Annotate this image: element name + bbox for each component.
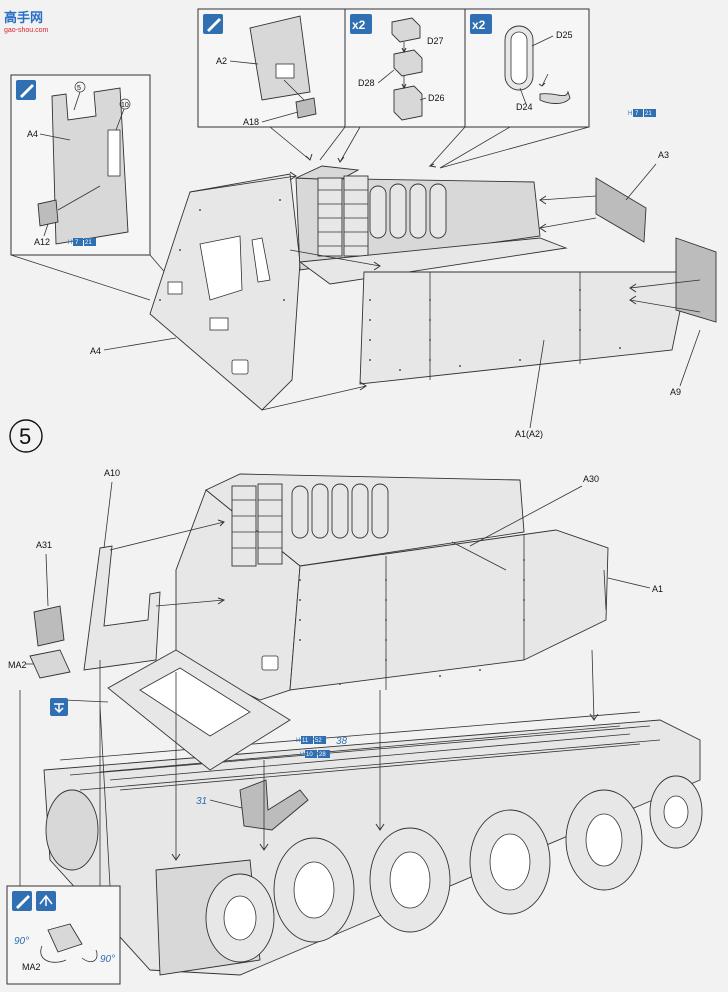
svg-text:7: 7	[635, 111, 639, 117]
label-d25: D25	[556, 30, 573, 40]
svg-text:H: H	[296, 738, 300, 744]
label-a18: A18	[243, 117, 259, 127]
svg-text:21: 21	[645, 111, 652, 117]
ref-tag-a12: H 7 21	[68, 238, 96, 246]
watermark-url: gao-shou.com	[4, 27, 49, 34]
step-number: 5	[19, 424, 31, 449]
label-a10: A10	[104, 468, 120, 478]
label-inset-num-10: 10	[121, 102, 129, 109]
label-inset-num-5: 5	[77, 85, 81, 92]
svg-text:11: 11	[302, 738, 309, 744]
ref-tag-38a: H 11 52	[296, 736, 326, 744]
watermark-brand: 高手网	[4, 10, 43, 25]
watermark: 高手网 gao-shou.com	[4, 10, 49, 34]
flip-over-icon	[50, 698, 68, 716]
label-a30: A30	[583, 474, 599, 484]
label-d28: D28	[358, 78, 375, 88]
inset-box-d24-d25: x2 D25 D24	[464, 8, 590, 128]
multiply-quantity-icon: x2	[350, 14, 372, 34]
quantity-badge-2: x2	[472, 18, 486, 32]
label-31: 31	[196, 796, 207, 807]
label-a2: A2	[216, 56, 227, 66]
svg-text:7: 7	[75, 240, 79, 246]
label-a12: A12	[34, 237, 50, 247]
label-38: 38	[336, 736, 348, 747]
rotate-view-icon	[36, 891, 56, 911]
label-d26: D26	[428, 93, 445, 103]
label-a1: A1	[652, 584, 663, 594]
svg-text:10: 10	[306, 752, 313, 758]
label-d27: D27	[427, 36, 444, 46]
upper-superstructure-exploded: A3 H 7 21 A4 A9 A1(A2)	[90, 109, 717, 439]
svg-text:52: 52	[315, 738, 322, 744]
label-a4-inset: A4	[27, 129, 38, 139]
inset-box-a4: A4 5 10 A12 H 7 21	[10, 74, 151, 256]
label-a1a2: A1(A2)	[515, 429, 543, 439]
ref-tag-a3: H 7 21	[628, 109, 656, 117]
ref-tag-38b: H 10 28	[300, 750, 330, 758]
svg-text:H: H	[68, 240, 72, 246]
multiply-quantity-icon: x2	[470, 14, 492, 34]
label-a31: A31	[36, 540, 52, 550]
label-a4: A4	[90, 346, 101, 356]
lower-assembly: A10 A31 MA2 A30 A1 38 31 H 11 52 H 10 28	[8, 468, 703, 976]
quantity-badge-1: x2	[352, 18, 366, 32]
label-a3: A3	[658, 150, 669, 160]
svg-text:H: H	[300, 752, 304, 758]
ammo-rack-upper	[317, 175, 447, 257]
glue-brush-icon	[203, 14, 223, 34]
svg-text:21: 21	[85, 240, 92, 246]
step-number-badge: 5	[9, 419, 43, 453]
road-wheels	[205, 775, 703, 963]
label-a9: A9	[670, 387, 681, 397]
rivets-front	[159, 199, 621, 371]
label-d24: D24	[516, 102, 533, 112]
glue-brush-icon	[12, 891, 32, 911]
label-deg-right: 90°	[100, 954, 115, 965]
inset-box-a2: A2 A18	[197, 8, 346, 128]
inset-box-ma2: 90° 90° MA2	[6, 885, 121, 985]
label-ma2-bottom: MA2	[22, 962, 41, 972]
glue-brush-icon	[16, 80, 36, 100]
rivets-lower	[299, 559, 525, 685]
inset-box-d26-d28: x2 D27 D28 D26	[344, 8, 466, 128]
label-ma2: MA2	[8, 660, 27, 670]
ammo-rack-lower	[231, 483, 389, 567]
svg-text:H: H	[628, 111, 632, 117]
svg-text:28: 28	[319, 752, 326, 758]
label-deg-left: 90°	[14, 936, 29, 947]
